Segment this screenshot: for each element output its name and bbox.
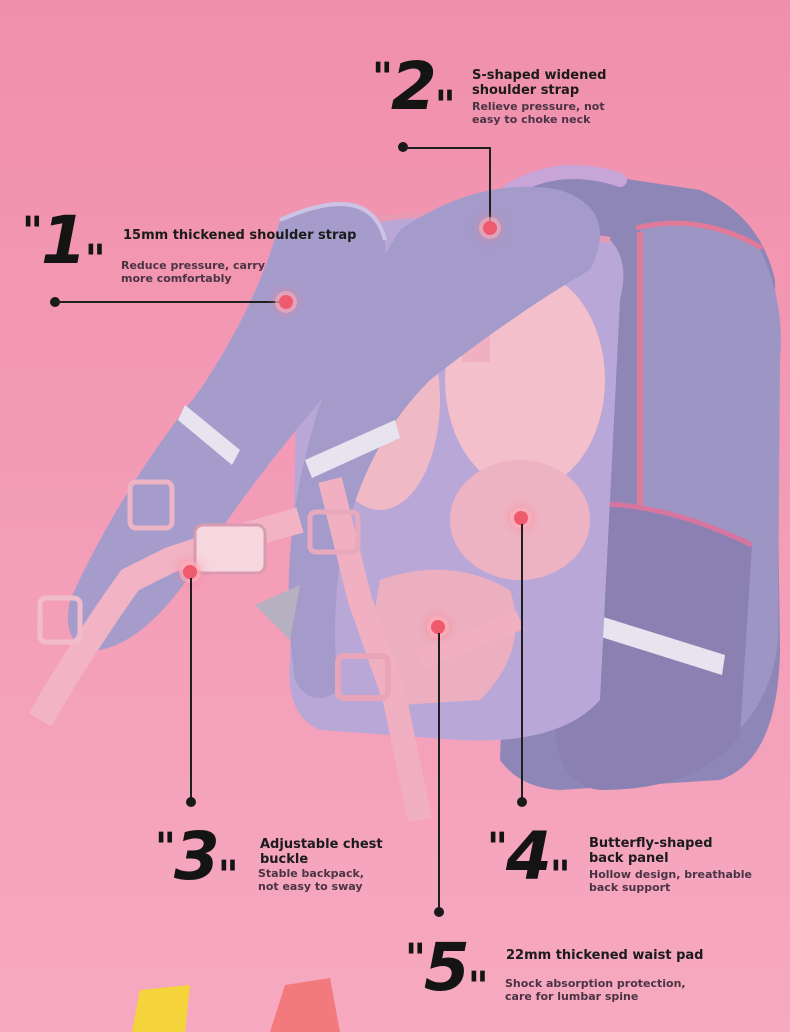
feature-3-hotspot — [183, 565, 197, 579]
feature-2-pointer-dot — [398, 142, 408, 152]
confetti-coral — [270, 978, 340, 1032]
feature-2-number: "2" — [372, 48, 456, 129]
left-webbing — [28, 507, 304, 727]
feature-4-hotspot — [514, 511, 528, 525]
left-shoulder-strap — [68, 204, 386, 650]
feature-3-pointer-dot — [186, 797, 196, 807]
feature-2-leader-line-h — [404, 147, 490, 149]
feature-4-number: "4" — [487, 818, 571, 899]
waist-pad — [373, 569, 516, 705]
feature-5-description: Shock absorption protection, care for lu… — [505, 977, 686, 1003]
confetti-yellow — [132, 985, 190, 1032]
chest-buckle — [193, 523, 267, 575]
top-handle — [503, 165, 627, 197]
feature-1-description: Reduce pressure, carry more comfortably — [121, 259, 265, 285]
feature-5-pointer-dot — [434, 907, 444, 917]
feature-2-description: Relieve pressure, not easy to choke neck — [472, 100, 605, 126]
feature-3-description: Stable backpack, not easy to sway — [258, 867, 364, 893]
feature-1-leader-line — [56, 301, 286, 303]
feature-5-number: "5" — [405, 929, 489, 1010]
feature-4-pointer-dot — [517, 797, 527, 807]
feature-5-leader-line — [438, 633, 440, 911]
feature-1-title: 15mm thickened shoulder strap — [123, 228, 357, 243]
feature-3-number: "3" — [155, 818, 239, 899]
feature-4-title: Butterfly-shaped back panel — [589, 836, 713, 866]
right-shoulder-strap — [288, 186, 600, 699]
feature-3-title: Adjustable chest buckle — [260, 837, 383, 867]
feature-5-title: 22mm thickened waist pad — [506, 948, 704, 963]
feature-3-leader-line — [190, 578, 192, 800]
feature-2-title: S-shaped widened shoulder strap — [472, 68, 607, 98]
feature-5-hotspot — [431, 620, 445, 634]
feature-1-hotspot — [279, 295, 293, 309]
right-webbing — [318, 477, 432, 823]
feature-2-leader-line-v — [489, 147, 491, 223]
feature-4-leader-line — [521, 524, 523, 800]
feature-4-description: Hollow design, breathable back support — [589, 868, 753, 894]
feature-1-number: "1" — [22, 202, 106, 283]
feature-2-hotspot — [483, 221, 497, 235]
feature-1-pointer-dot — [50, 297, 60, 307]
